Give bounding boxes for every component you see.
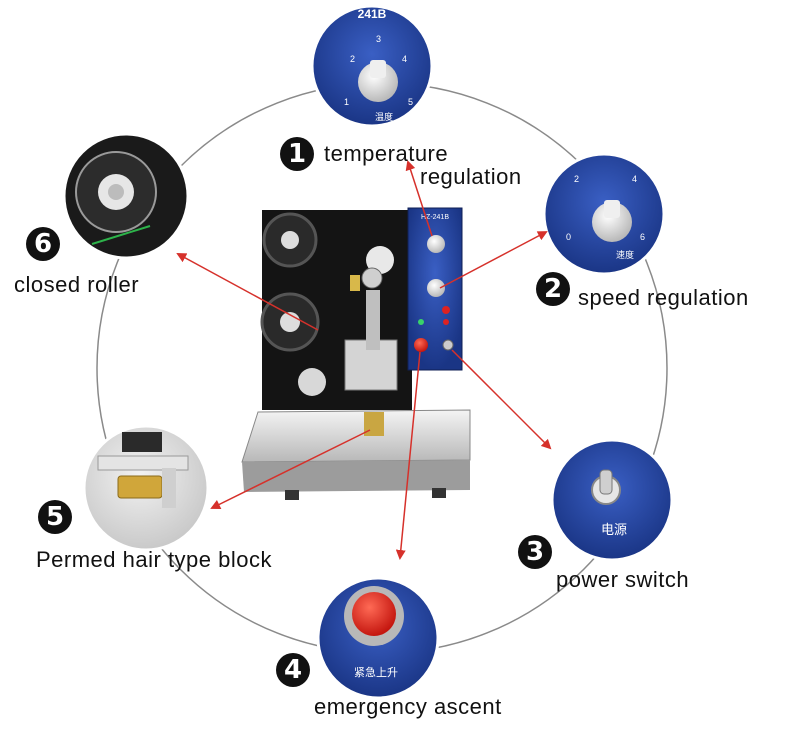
speed-scale-2: 2 <box>574 174 579 184</box>
emergency-button-icon <box>352 592 396 636</box>
closeup-emergency-button: 紧急上升 <box>316 576 440 700</box>
badge-4: 4 <box>276 653 310 687</box>
badge-3: 3 <box>518 535 552 569</box>
badge-6: 6 <box>26 227 60 261</box>
speed-scale-4: 4 <box>632 174 637 184</box>
speed-caption: 速度 <box>616 249 634 261</box>
speed-scale-6: 6 <box>640 232 645 242</box>
arrow-speed <box>439 231 548 289</box>
temperature-scale-2: 2 <box>350 54 355 64</box>
arrow-roller <box>176 253 319 331</box>
temperature-caption: 温度 <box>375 111 393 123</box>
temperature-scale-1: 1 <box>344 97 349 107</box>
panel-speed-knob <box>427 279 445 297</box>
pointer-arrows <box>176 160 552 560</box>
closeup-type-block <box>82 424 210 552</box>
closeup-closed-roller <box>62 132 190 260</box>
speed-knob-icon <box>592 202 632 242</box>
label-temperature-line1: temperature <box>324 141 449 166</box>
arrow-type-block <box>210 429 371 509</box>
panel-emergency-button <box>414 338 428 352</box>
temperature-scale-4: 4 <box>402 54 407 64</box>
arrow-temperature <box>405 160 433 237</box>
temperature-scale-5: 5 <box>408 97 413 107</box>
power-caption: 电源 <box>601 523 627 538</box>
temperature-knob-icon <box>358 62 398 102</box>
label-speed-regulation: speed regulation <box>578 285 749 310</box>
label-type-block: Permed hair type block <box>36 547 272 572</box>
temperature-scale-3: 3 <box>376 34 381 44</box>
closeup-temperature-knob: 241B 1 2 3 4 5 温度 <box>310 4 434 128</box>
label-power-switch: power switch <box>556 567 690 592</box>
label-temperature-line2: regulation <box>420 164 522 189</box>
emergency-caption: 紧急上升 <box>354 665 398 679</box>
speed-scale-0: 0 <box>566 232 571 242</box>
brass-type-block-icon <box>117 475 163 499</box>
panel-power-toggle <box>442 339 454 351</box>
machine-base-plate <box>241 409 471 463</box>
closeup-speed-knob: 0 2 4 6 速度 <box>542 152 666 276</box>
badge-1: 1 <box>280 137 314 171</box>
label-emergency-ascent: emergency ascent <box>314 694 502 719</box>
closeup-power-switch: 电源 <box>550 438 674 562</box>
arrow-power <box>451 349 552 450</box>
badge-2: 2 <box>536 272 570 306</box>
badge-5: 5 <box>38 500 72 534</box>
label-closed-roller: closed roller <box>14 272 140 297</box>
hot-coding-machine: HZ-241B <box>241 207 471 500</box>
temperature-model-text: 241B <box>358 7 387 21</box>
panel-model-label: HZ-241B <box>421 214 449 221</box>
arrow-emergency <box>395 351 421 560</box>
type-block <box>364 412 384 436</box>
panel-temperature-knob <box>427 235 445 253</box>
